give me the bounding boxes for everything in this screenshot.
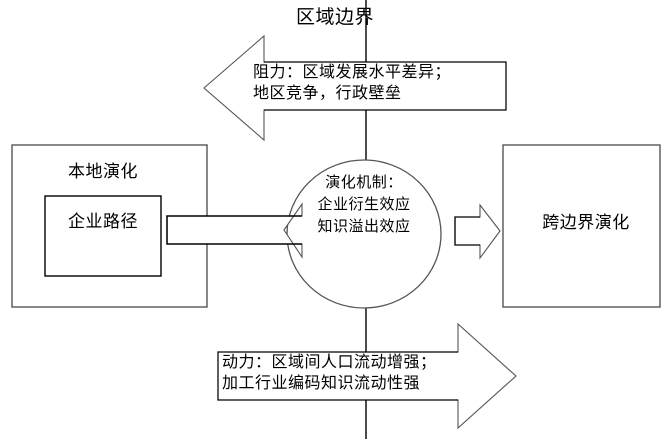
firm-path-inner-box [44, 195, 162, 277]
driver-arrow-label: 动力：区域间人口流动增强； 加工行业编码知识流动性强 [222, 352, 437, 392]
cross-boundary-evolution-box-label: 跨边界演化 [542, 213, 630, 233]
evolution-mechanism-label: 演化机制： 企业衍生效应 知识溢出效应 [317, 173, 411, 235]
local-evolution-box-label: 本地演化 [68, 162, 138, 182]
mechanism-to-cross-boundary-arrow-body [454, 216, 480, 246]
cross-boundary-evolution-box [502, 144, 661, 308]
resistance-arrow-label: 阻力：区域发展水平差异； 地区竞争，行政壁垒 [253, 62, 452, 102]
firm-path-to-mechanism-arrow-body [166, 215, 302, 245]
firm-path-box-label: 企业路径 [68, 212, 138, 232]
driver-arrow-body-outline [217, 351, 458, 401]
resistance-arrow-body-outline [264, 61, 507, 111]
boundary-title: 区域边界 [295, 6, 374, 28]
mechanism-to-cross-boundary-arrow [454, 203, 501, 260]
